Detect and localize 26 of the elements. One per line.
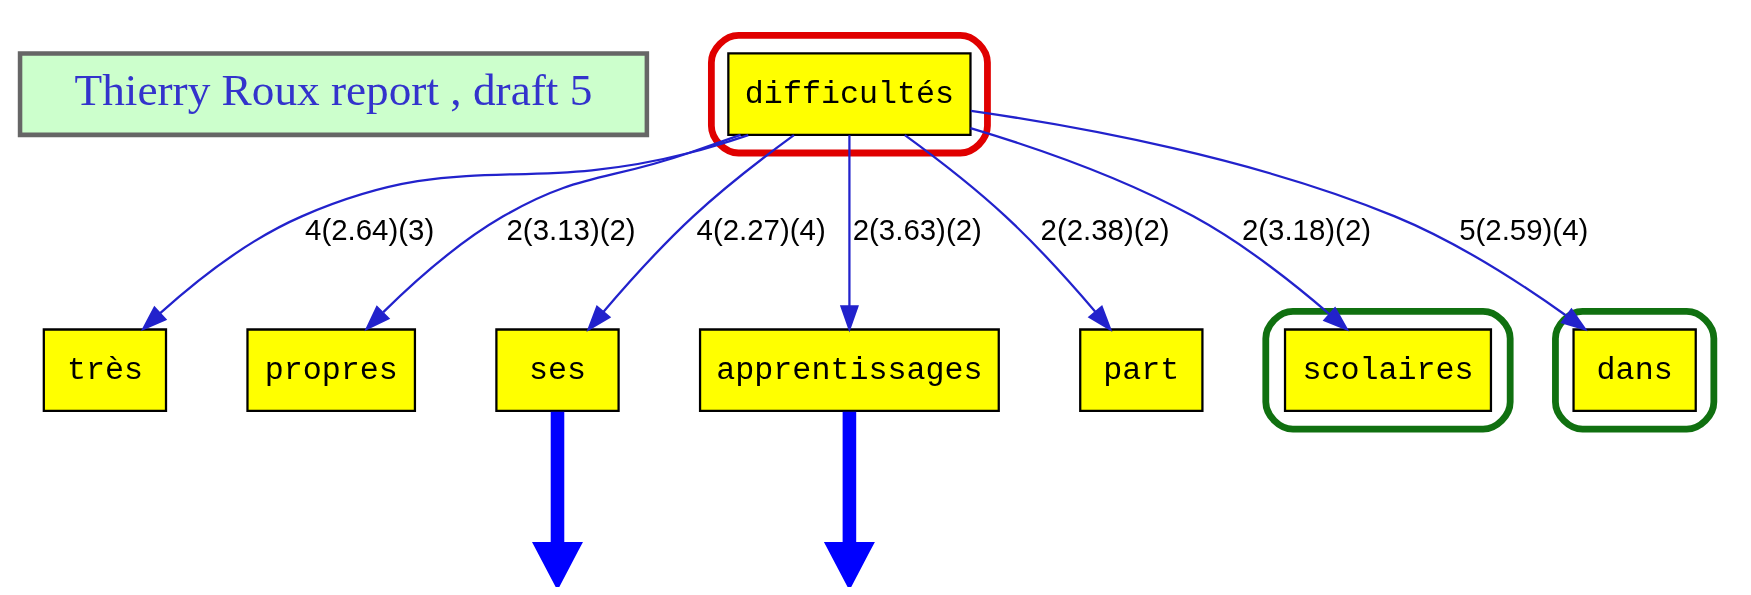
arrow (969, 127, 1349, 332)
edge-label: 5(2.59)(4) (1458, 212, 1588, 246)
node-box: scolaires (1283, 328, 1492, 413)
arrow (903, 134, 1112, 333)
edge-label: 2(3.18)(2) (1241, 212, 1371, 246)
edge-label: 2(2.38)(2) (1040, 212, 1170, 246)
arrow (531, 411, 583, 587)
node-box: très (42, 328, 167, 413)
node-box: part (1078, 328, 1204, 413)
arrow (970, 109, 1588, 332)
arrow (140, 134, 749, 332)
cluster (707, 31, 991, 157)
node-box: Thierry Roux report , draft 5 (17, 51, 649, 138)
node-box: difficultés (726, 52, 972, 136)
node-box: apprentissages (698, 328, 1000, 413)
arrow (823, 411, 875, 587)
arrow (363, 133, 741, 332)
node-box: ses (494, 328, 620, 413)
edge-label: 4(2.27)(4) (696, 212, 826, 246)
arrow (839, 135, 859, 333)
node-box: dans (1571, 328, 1697, 413)
edge-label: 2(3.13)(2) (506, 212, 636, 246)
edge-label: 2(3.63)(2) (852, 212, 982, 246)
arrow (585, 134, 795, 333)
edge-label: 4(2.64)(3) (304, 212, 434, 246)
node-box: propres (245, 328, 416, 413)
